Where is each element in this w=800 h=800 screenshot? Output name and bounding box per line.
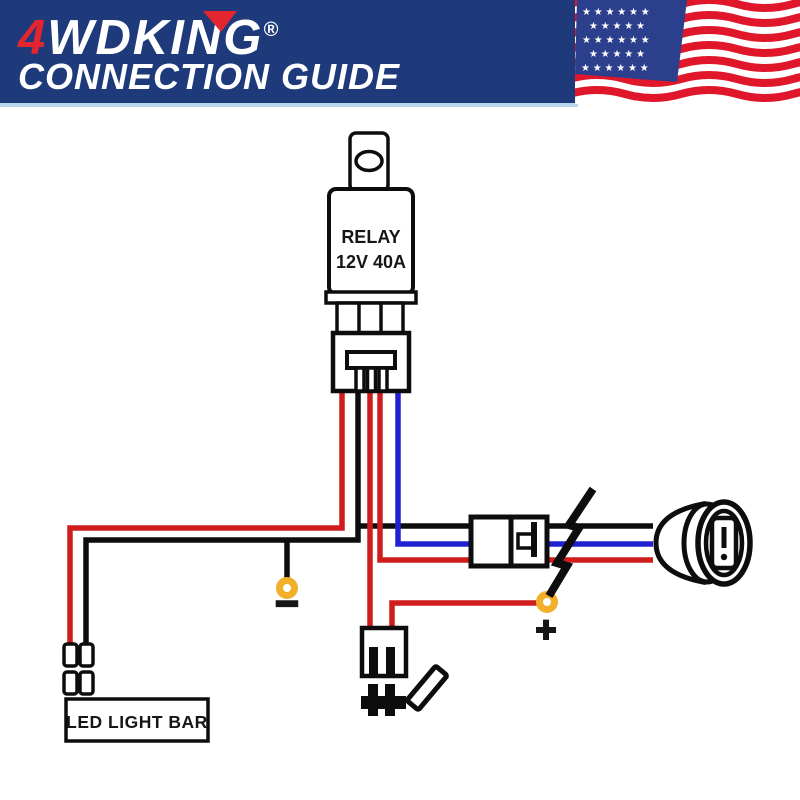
wire-red-to-ledbar — [67, 389, 345, 646]
flag-stars-row: ★ ★ ★ ★ ★ — [589, 49, 645, 60]
flag-canton — [575, 0, 687, 82]
wire-red-to-battery-positive — [389, 600, 538, 632]
negative-symbol: − — [275, 582, 298, 626]
flag-stars-row: ★ ★ ★ ★ ★ ★ — [581, 63, 649, 74]
flag-stars-row: ★ ★ ★ ★ ★ ★ — [582, 7, 650, 18]
harness-wires — [67, 389, 653, 646]
switch-on-mark-icon — [721, 527, 727, 548]
header-banner — [0, 0, 578, 104]
led-light-bar-box — [64, 697, 210, 743]
lightning-bolt-icon — [545, 486, 597, 599]
relay-label: RELAY — [341, 227, 400, 247]
led-connector-socket — [78, 670, 95, 696]
fuse-holder — [359, 625, 409, 679]
led-connector-socket — [62, 670, 79, 696]
page-subtitle: CONNECTION GUIDE — [18, 56, 401, 97]
flag-stars: ★ ★ ★ ★ ★ ★ ★ ★ ★ ★ ★ ★ ★ ★ ★ ★ ★ ★ ★ ★ … — [581, 7, 650, 74]
positive-symbol: + — [535, 609, 556, 650]
banner-underline — [0, 103, 578, 107]
led-light-bar: LED LIGHT BAR — [62, 642, 210, 743]
brand-prefix: 4 — [18, 11, 48, 65]
us-flag-icon: ★ ★ ★ ★ ★ ★ ★ ★ ★ ★ ★ ★ ★ ★ ★ ★ ★ ★ ★ ★ … — [575, 0, 800, 104]
led-connector-plug — [62, 642, 79, 668]
flag-stars-row: ★ ★ ★ ★ ★ ★ — [582, 35, 650, 46]
switch-off-mark-icon — [720, 553, 728, 561]
rocker-switch — [653, 499, 753, 587]
led-connector-plug — [78, 642, 95, 668]
logo-n-accent-icon — [203, 11, 237, 32]
relay-mounting-hole-icon — [354, 149, 384, 173]
inline-connector — [468, 514, 550, 569]
wire-black-ground-to-ledbar — [83, 389, 361, 646]
registered-mark: ® — [263, 19, 279, 41]
spare-fuse-icon — [405, 664, 449, 712]
flag-stars-row: ★ ★ ★ ★ ★ — [589, 21, 645, 32]
relay-rating-label: 12V 40A — [336, 252, 406, 272]
ring-terminal-negative-icon — [276, 577, 298, 599]
relay: RELAY 12V 40A — [324, 131, 418, 394]
led-light-bar-label: LED LIGHT BAR — [66, 712, 208, 732]
fuse-icon — [361, 684, 406, 716]
